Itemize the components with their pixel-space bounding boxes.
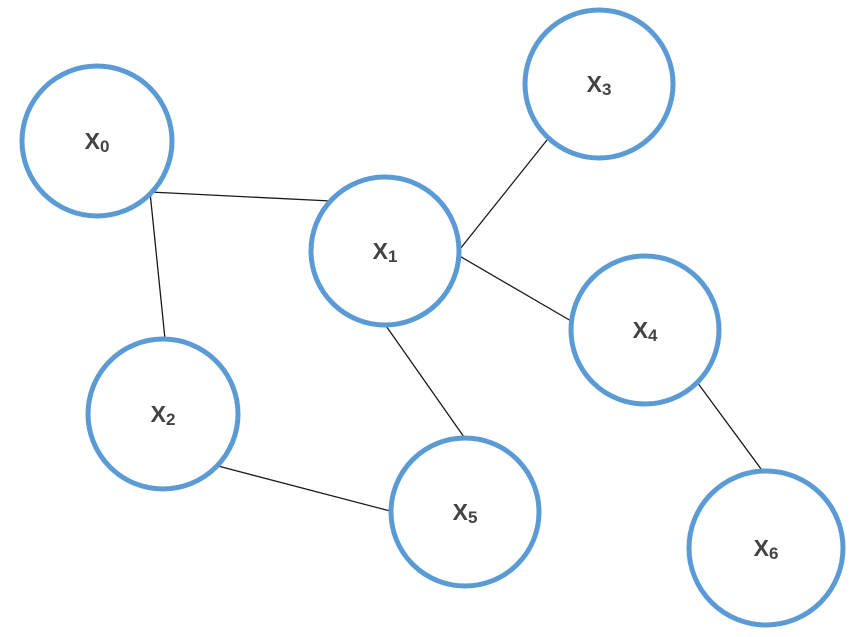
node-circle-x2[interactable]	[85, 336, 241, 492]
graph-edge-x2-x5[interactable]	[217, 465, 395, 513]
node-circle-x4[interactable]	[568, 253, 722, 407]
node-label-x4: X4	[633, 317, 658, 345]
graph-node-x1[interactable]: X1	[308, 174, 462, 328]
graph-edge-x1-x5[interactable]	[383, 322, 465, 438]
node-circle-x0[interactable]	[19, 63, 175, 219]
node-label-x3: X3	[587, 71, 612, 99]
graph-edge-x1-x4[interactable]	[455, 253, 579, 326]
node-circle-x3[interactable]	[522, 7, 676, 161]
graph-node-x6[interactable]: X6	[686, 468, 846, 628]
graph-node-x4[interactable]: X4	[568, 253, 722, 407]
graph-node-x5[interactable]: X5	[388, 435, 542, 589]
node-circle-x1[interactable]	[308, 174, 462, 328]
graph-edge-x0-x2[interactable]	[149, 191, 166, 340]
node-label-x1: X1	[373, 238, 398, 266]
node-label-x2: X2	[151, 401, 176, 429]
node-label-x0: X0	[85, 128, 110, 156]
edges-layer	[149, 134, 765, 513]
graph-edge-x1-x3[interactable]	[455, 134, 552, 255]
node-circle-x5[interactable]	[388, 435, 542, 589]
node-circle-x6[interactable]	[686, 468, 846, 628]
graph-edge-x0-x1[interactable]	[149, 191, 332, 202]
node-label-x6: X6	[754, 535, 779, 563]
graph-edge-x4-x6[interactable]	[696, 381, 765, 474]
graph-node-x0[interactable]: X0	[19, 63, 175, 219]
graph-node-x3[interactable]: X3	[522, 7, 676, 161]
node-label-x5: X5	[453, 499, 478, 527]
graph-node-x2[interactable]: X2	[85, 336, 241, 492]
